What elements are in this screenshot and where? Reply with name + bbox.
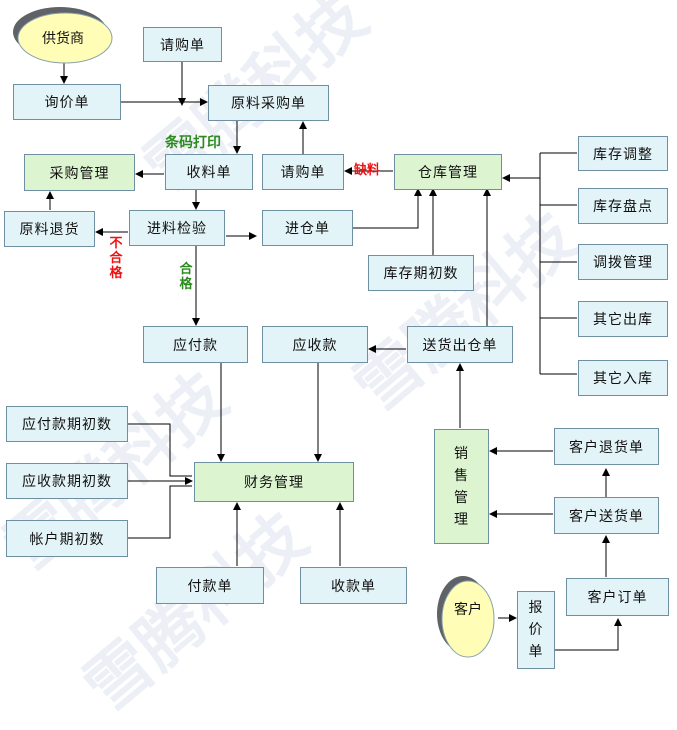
- receipt-box: 收料单: [165, 154, 253, 190]
- stock-adjust-box: 库存调整: [578, 136, 668, 171]
- supplier-ellipse: [17, 12, 113, 64]
- customer-label: 客户: [454, 602, 482, 618]
- line-payable-opening: [128, 423, 192, 477]
- supplier-label: 供货商: [42, 31, 84, 47]
- material-return-box: 原料退货: [4, 211, 95, 247]
- other-in-box: 其它入库: [578, 360, 668, 396]
- material-po-box: 原料采购单: [208, 85, 329, 121]
- sales-mgmt-box: 销 售 管 理: [434, 429, 489, 544]
- sales-mgmt-char: 销: [454, 445, 469, 462]
- quote-char: 报: [528, 600, 544, 616]
- line-account-opening: [128, 485, 192, 539]
- payable-opening-box: 应付款期初数: [6, 406, 128, 442]
- inquiry-box: 询价单: [13, 84, 121, 120]
- customer-delivery-box: 客户送货单: [554, 497, 659, 534]
- connector-lines: [13, 7, 622, 658]
- pass-label: 合格: [179, 262, 193, 292]
- fail-label: 不合格: [109, 236, 123, 281]
- arrow-quote-order: [555, 618, 622, 651]
- sales-mgmt-char: 理: [454, 511, 469, 528]
- payable-box: 应付款: [143, 326, 248, 363]
- quote-box: 报 价 单: [517, 591, 555, 669]
- purchase-request-top-box: 请购单: [143, 27, 222, 62]
- payment-box: 付款单: [156, 567, 264, 604]
- customer-ellipse: [441, 580, 495, 658]
- customer-order-box: 客户订单: [566, 578, 669, 616]
- sales-mgmt-char: 管: [454, 489, 469, 506]
- stock-count-box: 库存盘点: [578, 188, 668, 224]
- quote-char: 单: [528, 644, 544, 660]
- transfer-mgmt-box: 调拨管理: [578, 244, 668, 280]
- arrow-stock-in-warehouse: [353, 188, 422, 229]
- purchase-request-mid-box: 请购单: [262, 154, 344, 190]
- sales-mgmt-char: 售: [454, 467, 469, 484]
- delivery-out-box: 送货出仓单: [407, 326, 513, 363]
- receivable-box: 应收款: [262, 326, 368, 363]
- finance-mgmt-box: 财务管理: [194, 462, 354, 502]
- purchase-mgmt-box: 采购管理: [24, 154, 135, 191]
- collection-box: 收款单: [300, 567, 407, 604]
- receivable-opening-box: 应收款期初数: [6, 463, 128, 499]
- other-out-box: 其它出库: [578, 301, 668, 337]
- incoming-inspection-box: 进料检验: [129, 210, 225, 246]
- opening-stock-box: 库存期初数: [368, 255, 474, 291]
- customer-return-box: 客户退货单: [554, 428, 659, 465]
- warehouse-mgmt-box: 仓库管理: [394, 154, 502, 190]
- stock-in-box: 进仓单: [262, 210, 353, 246]
- quote-char: 价: [528, 622, 544, 638]
- shortage-label: 缺料: [354, 163, 381, 178]
- barcode-print-label: 条码打印: [165, 135, 221, 151]
- account-opening-box: 帐户期初数: [6, 520, 128, 557]
